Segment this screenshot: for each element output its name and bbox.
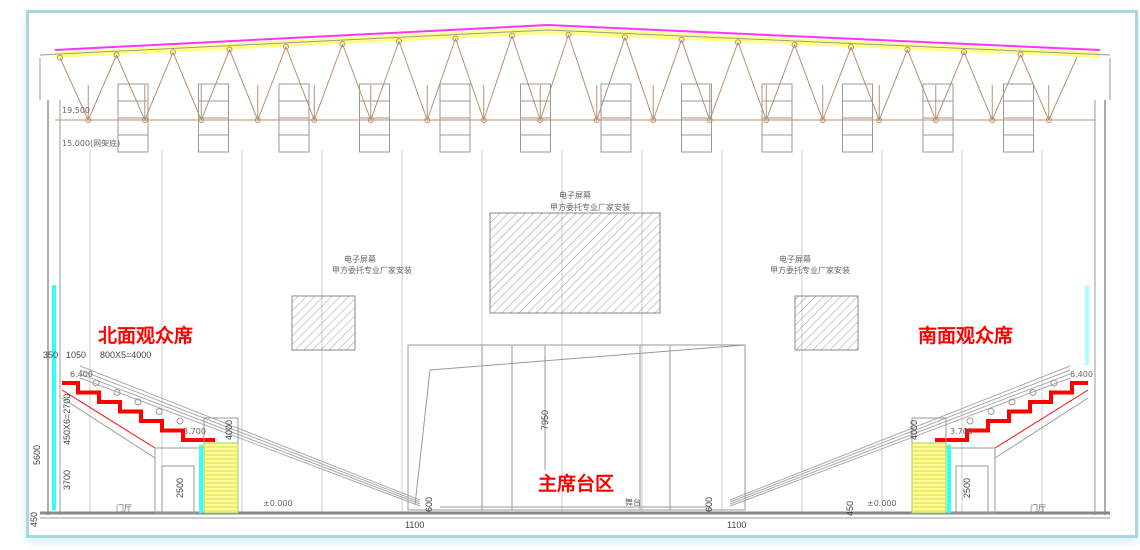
- dim-350: 350: [43, 350, 58, 360]
- railing-line: [79, 365, 421, 501]
- dim-450: 450: [29, 512, 39, 527]
- railing-line: [79, 373, 421, 505]
- right-screen: 电子屏幕 甲方委托专业厂家安装: [770, 254, 859, 351]
- stand-tier: [62, 381, 215, 442]
- stand-beam: [61, 397, 156, 459]
- elevation-ground: ±0.000: [263, 499, 293, 508]
- dim-2500: 2500: [962, 478, 972, 498]
- elevation-concourse: 3.700: [950, 427, 973, 436]
- north-stand-label: 北面观众席: [98, 324, 193, 347]
- railing-line: [729, 369, 1071, 503]
- truss-node: [565, 31, 572, 38]
- truss-node: [283, 43, 289, 50]
- glass-panel: [947, 445, 951, 513]
- dim-row-width: 800X5=4000: [100, 350, 151, 360]
- south-stand: [729, 365, 1089, 514]
- truss-node: [848, 44, 854, 51]
- truss-node: [509, 32, 515, 39]
- screen-title: 电子屏幕: [779, 254, 811, 264]
- screen-note: 甲方委托专业厂家安装: [332, 265, 412, 275]
- left-screen: 电子屏幕 甲方委托专业厂家安装: [291, 254, 412, 351]
- truss-node: [678, 36, 685, 43]
- truss-node: [339, 41, 346, 48]
- stand-beam: [994, 397, 1089, 459]
- stand-tier: [935, 381, 1088, 442]
- dim-600: 600: [424, 497, 434, 512]
- screen-note: 甲方委托专业厂家安装: [770, 265, 850, 275]
- lobby-label: 门厅: [116, 503, 132, 513]
- door: [955, 465, 989, 514]
- elevation-ground: ±0.000: [867, 499, 897, 508]
- screen-title: 电子屏幕: [559, 190, 591, 200]
- dim-3700: 3700: [62, 470, 72, 490]
- elevation-concourse: 3.700: [183, 427, 206, 436]
- railing-line: [79, 369, 421, 503]
- truss-node: [226, 46, 233, 53]
- seat: [1029, 389, 1037, 396]
- seat: [966, 417, 974, 425]
- seat: [134, 398, 142, 406]
- stage-label: 舞台: [625, 497, 641, 507]
- truss-node: [396, 38, 402, 45]
- screen-note: 甲方委托专业厂家安装: [550, 202, 630, 212]
- truss-node: [961, 49, 967, 56]
- dim-1050: 1050: [66, 350, 86, 360]
- door: [161, 465, 195, 514]
- seat: [1008, 398, 1016, 406]
- dim-600: 600: [704, 497, 714, 512]
- lobby-label: 门厅: [1030, 503, 1046, 513]
- elevation-upper-seat: 6.400: [70, 370, 93, 379]
- railing-line: [729, 373, 1071, 505]
- high-windows: [117, 83, 1034, 153]
- screen-title: 电子屏幕: [344, 254, 376, 264]
- elevation-upper-seat: 6.400: [1070, 370, 1093, 379]
- dim-4000: 4000: [224, 420, 234, 440]
- truss-node: [791, 41, 798, 48]
- truss-node: [452, 35, 459, 42]
- seat: [176, 417, 184, 425]
- dim-4000: 4000: [909, 420, 919, 440]
- truss-node: [904, 46, 911, 53]
- stand-soffit: [994, 389, 1089, 449]
- stand-soffit: [61, 389, 156, 449]
- main-stand-label: 主席台区: [538, 472, 614, 495]
- seat: [1050, 379, 1058, 387]
- dim-1100: 1100: [727, 520, 746, 530]
- north-stand: [61, 365, 421, 514]
- center-screen: 电子屏幕 甲方委托专业厂家安装: [489, 190, 661, 314]
- south-stand-label: 南面观众席: [918, 324, 1013, 347]
- truss-node: [622, 34, 628, 41]
- dim-450: 450: [845, 501, 855, 516]
- seat: [987, 408, 995, 415]
- dim-7950: 7950: [540, 410, 550, 430]
- roof: [39, 23, 1111, 123]
- dim-2500: 2500: [175, 478, 185, 498]
- glass-panel: [199, 445, 203, 513]
- seat: [155, 408, 163, 415]
- seat: [92, 379, 100, 387]
- truss-node: [735, 39, 741, 46]
- elevation-roof-top: 19.500: [62, 106, 90, 115]
- dim-5600: 5600: [32, 445, 42, 465]
- railing-line: [729, 365, 1071, 501]
- truss-node: [113, 52, 120, 59]
- truss-node: [1017, 51, 1024, 58]
- dim-row-height: 450X6=2700: [62, 394, 72, 445]
- dim-1100: 1100: [405, 520, 424, 530]
- elevation-truss-bottom: 15.000(网架底): [62, 138, 120, 148]
- truss-node: [170, 49, 176, 56]
- stage-frame: 7950 舞台 600 600 1100 1100 450: [405, 344, 855, 530]
- truss-node: [57, 54, 63, 61]
- seat: [113, 389, 121, 396]
